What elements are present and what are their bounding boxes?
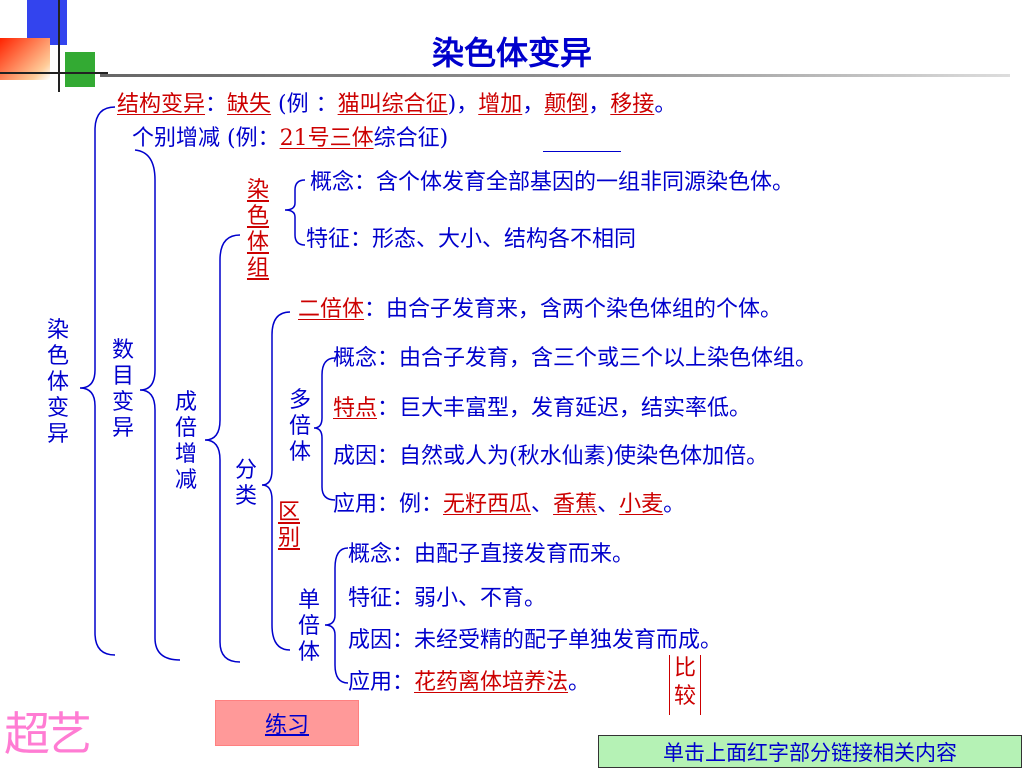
polyploid-use-sep1: 、 — [531, 492, 554, 517]
polyploid-bracket — [313, 357, 336, 501]
banana-link[interactable]: 香蕉 — [553, 492, 598, 517]
translocate-link[interactable]: 移接 — [610, 92, 655, 117]
structural-example-close: )， — [447, 92, 479, 117]
multiple-label: 成倍增减 — [174, 390, 197, 493]
haploid-label: 单倍体 — [297, 588, 320, 665]
haploid-feature: 特征：弱小、不育。 — [348, 586, 547, 611]
polyploid-label: 多倍体 — [288, 388, 311, 465]
compare-link[interactable]: 比较 — [669, 655, 701, 715]
diploid-text: ：由合子发育来，含两个染色体组的个体。 — [364, 297, 783, 322]
polyploid-use-sep2: 、 — [597, 492, 620, 517]
structural-colon: ： — [205, 92, 228, 117]
trisomy-21-link[interactable]: 21号三体 — [279, 126, 374, 151]
distinguish-link[interactable]: 区别 — [277, 500, 300, 551]
haploid-use-end: 。 — [568, 670, 591, 695]
deco-green-square — [65, 52, 95, 87]
classify-bracket — [261, 311, 291, 651]
chromosome-set-link[interactable]: 染色体组 — [246, 178, 269, 281]
numeric-label: 数目变异 — [111, 338, 134, 441]
structural-sep1: ， — [522, 92, 545, 117]
structural-link[interactable]: 结构变异 — [117, 92, 206, 117]
polyploid-use-prefix: 应用：例： — [333, 492, 444, 517]
anther-culture-link[interactable]: 花药离体培养法 — [414, 670, 569, 695]
individual-row: 个别增减 (例：21号三体综合征) — [132, 126, 448, 152]
blank-line — [543, 151, 621, 152]
chromosome-set-feature: 特征：形态、大小、结构各不相同 — [306, 227, 637, 252]
polyploid-concept: 概念：由合子发育，含三个或三个以上染色体组。 — [333, 346, 818, 371]
seedless-watermelon-link[interactable]: 无籽西瓜 — [443, 492, 532, 517]
logo-text: 超艺 — [4, 707, 92, 761]
logo: 超艺 — [4, 704, 92, 764]
polyploid-use-end: 。 — [663, 492, 686, 517]
polyploid-use-row: 应用：例：无籽西瓜、香蕉、小麦。 — [333, 492, 685, 518]
root-label: 染色体变异 — [46, 318, 69, 447]
polyploid-trait-row: 特点：巨大丰富型，发育延迟，结实率低。 — [333, 396, 751, 422]
chromosome-set-concept: 概念：含个体发育全部基因的一组非同源染色体。 — [310, 170, 795, 195]
invert-link[interactable]: 颠倒 — [544, 92, 589, 117]
page-title: 染色体变异 — [431, 34, 592, 72]
structural-example-open: (例 ： — [278, 92, 338, 117]
add-link[interactable]: 增加 — [478, 92, 523, 117]
structural-end: 。 — [654, 92, 677, 117]
cat-cry-link[interactable]: 猫叫综合征 — [337, 92, 448, 117]
numeric-bracket — [134, 149, 181, 661]
multiple-bracket — [204, 234, 241, 663]
chromosome-set-bracket — [284, 179, 306, 246]
structural-sep2: ， — [588, 92, 611, 117]
individual-prefix: 个别增减 (例： — [132, 126, 280, 151]
missing-link[interactable]: 缺失 — [227, 92, 272, 117]
haploid-concept: 概念：由配子直接发育而来。 — [348, 542, 635, 567]
haploid-bracket — [324, 547, 349, 684]
deco-vertical-line — [58, 0, 60, 92]
structural-row: 结构变异：缺失 (例 ：猫叫综合征)，增加，颠倒，移接。 — [117, 92, 676, 118]
wheat-link[interactable]: 小麦 — [619, 492, 664, 517]
root-bracket — [79, 106, 116, 656]
hint-box: 单击上面红字部分链接相关内容 — [598, 735, 1022, 768]
haploid-use-prefix: 应用： — [348, 670, 415, 695]
practice-button[interactable]: 练习 — [215, 700, 359, 746]
corner-decoration — [0, 0, 110, 100]
diploid-row: 二倍体：由合子发育来，含两个染色体组的个体。 — [298, 297, 782, 323]
title-underline — [100, 74, 1010, 77]
polyploid-cause: 成因：自然或人为(秋水仙素)使染色体加倍。 — [333, 444, 769, 469]
diploid-link[interactable]: 二倍体 — [298, 297, 365, 322]
polyploid-trait-link[interactable]: 特点 — [333, 396, 378, 421]
classify-label: 分类 — [234, 458, 257, 509]
haploid-use-row: 应用：花药离体培养法。 — [348, 670, 590, 696]
individual-suffix: 综合征) — [373, 126, 449, 151]
haploid-cause: 成因：未经受精的配子单独发育而成。 — [348, 628, 723, 653]
deco-blue-square — [27, 0, 67, 45]
polyploid-trait-text: ：巨大丰富型，发育延迟，结实率低。 — [377, 396, 752, 421]
deco-horizontal-line — [0, 72, 108, 74]
